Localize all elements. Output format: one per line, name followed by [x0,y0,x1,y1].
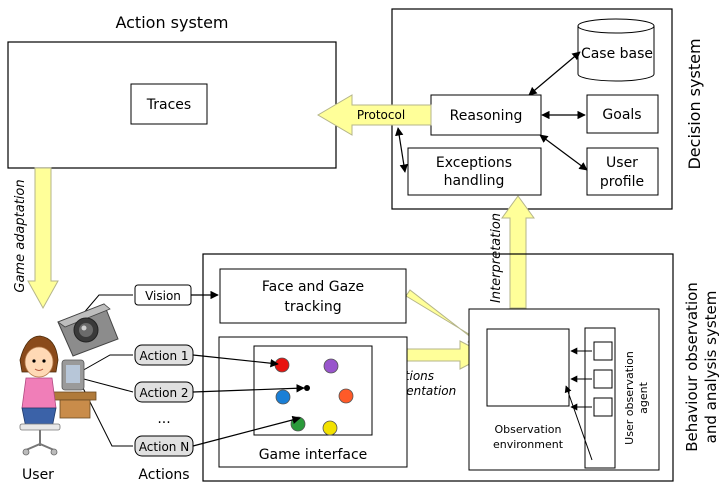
observation-system-box [202,253,674,482]
interpretation-label: Interpretation [489,213,504,303]
decision-system-title: Decision system [685,38,704,169]
user-label: User [22,467,54,483]
actions-ellipsis: ... [157,411,170,427]
agent-to-env-arrow-4 [564,385,593,461]
actions-label: Actions [138,467,189,483]
game-dot-purple [323,358,339,374]
exceptions-connector [395,127,408,173]
interpretation-arrow [501,195,535,309]
case-base-cylinder [577,18,655,82]
user-illustration [19,335,97,456]
face-gaze-label-1: Face and Gaze [262,279,364,295]
exceptions-label-2: handling [444,173,505,189]
goals-box [586,94,659,134]
game-dot-blue [275,389,291,405]
game-interface-label: Game interface [259,447,368,463]
user-vision-connector [81,294,133,316]
user-action2-connector [79,377,134,393]
actionN-arrow [192,415,301,447]
user-profile-box [586,147,659,196]
case-base-label: Case base [581,46,653,62]
game-dot-orange [338,388,354,404]
game-adaptation-label: Game adaptation [13,179,28,292]
action2-label: Action 2 [139,386,188,400]
reasoning-casebase-connector [528,51,581,96]
exceptions-label-1: Exceptions [436,155,512,171]
agent-label-1: User observation [623,351,636,445]
reasoning-profile-connector [539,134,588,171]
exceptions-handling-box [407,147,542,196]
vision-label: Vision [145,289,181,303]
reasoning-label: Reasoning [450,108,523,124]
user-profile-label-1: User [606,155,638,171]
agent-label-2: agent [637,381,650,413]
agent-slot-2 [593,369,613,389]
observation-env-label-2: environment [493,438,564,451]
actionN-label: Action N [139,440,189,454]
user-actionN-connector [79,381,133,447]
game-cursor-dot [304,385,310,391]
face-gaze-label-2: tracking [284,299,341,315]
action-system-title: Action system [115,13,228,32]
action2-arrow [192,384,305,393]
traces-box [130,83,208,125]
user-profile-label-2: profile [600,174,644,190]
observation-system-title-2: and analysis system [702,291,720,444]
agent-slot-1 [593,341,613,361]
traces-label: Traces [146,97,191,113]
goals-label: Goals [602,107,641,123]
action1-arrow [192,354,279,368]
webcam-icon [57,303,119,357]
game-adaptation-arrow [27,167,59,310]
game-dot-yellow [322,420,338,436]
agent-slot-3 [593,397,613,417]
user-action1-connector [79,354,133,373]
protocol-label: Protocol [357,108,405,122]
face-gaze-tracking-box [219,268,407,324]
game-dot-red [274,357,290,373]
observation-system-title-1: Behaviour observation [683,282,701,452]
protocol-arrow [317,94,432,136]
observation-env-label-1: Observation [495,423,562,436]
game-screen [253,345,373,436]
action1-label: Action 1 [139,349,188,363]
observation-environment-box [486,328,570,407]
